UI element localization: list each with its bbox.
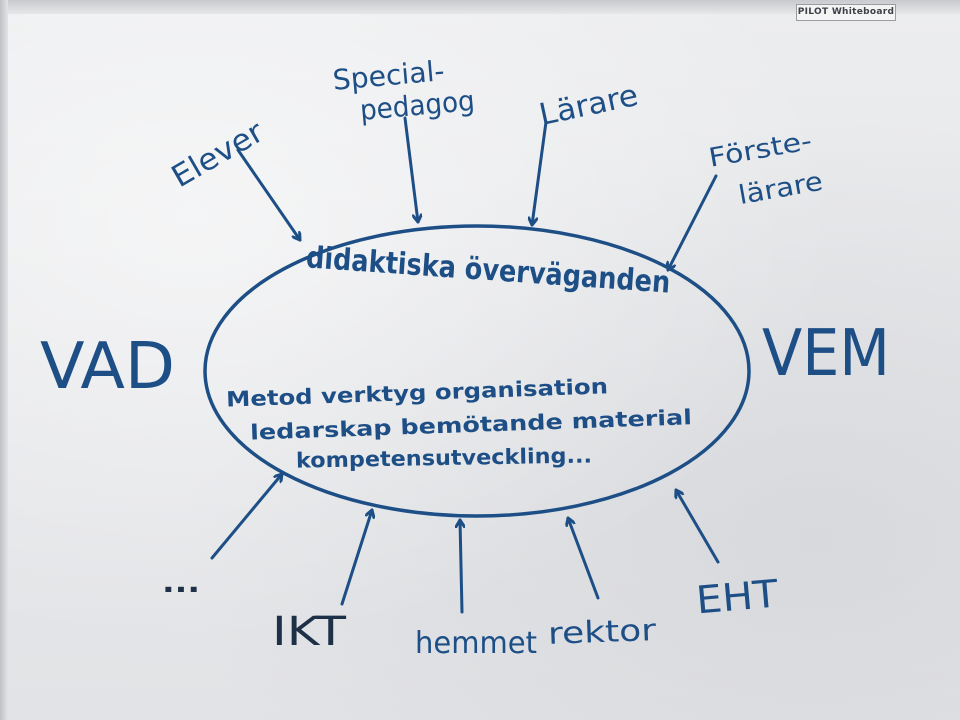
center-items-line3: kompetensutveckling...: [296, 443, 592, 472]
center-items-line2: ledarskap bemötande material: [250, 405, 693, 444]
center-items-line1: Metod verktyg organisation: [226, 374, 609, 411]
label-elever: Elever: [166, 114, 271, 195]
arrow-larare: [532, 120, 548, 227]
label-forste-line1: Förste-: [707, 126, 815, 174]
label-ellipsis: ...: [162, 566, 200, 599]
arrow-hemmet: [460, 518, 462, 614]
vem-label: VEM: [762, 317, 890, 391]
whiteboard-frame-top: [0, 0, 960, 14]
vad-label: VAD: [40, 330, 175, 404]
label-larare: Lärare: [536, 78, 641, 133]
arrow-elever: [236, 148, 302, 242]
center-heading: didaktiska överväganden: [305, 240, 672, 300]
arrow-forstelarare: [668, 174, 718, 272]
whiteboard-frame-left: [0, 0, 8, 720]
arrow-ellipsis: [210, 472, 284, 560]
brand-label: PILOT Whiteboard: [796, 4, 896, 21]
arrow-ikt: [340, 510, 372, 606]
label-ikt: IKT: [272, 609, 347, 655]
arrow-eht: [676, 488, 720, 564]
label-eht: EHT: [694, 571, 780, 622]
arrow-specialpedagog: [403, 116, 418, 224]
label-hemmet: hemmet: [415, 626, 537, 661]
label-rektor: rektor: [547, 613, 657, 652]
label-forste-line2: lärare: [736, 167, 825, 211]
arrow-rektor: [568, 516, 600, 600]
central-ellipse: [203, 224, 751, 518]
